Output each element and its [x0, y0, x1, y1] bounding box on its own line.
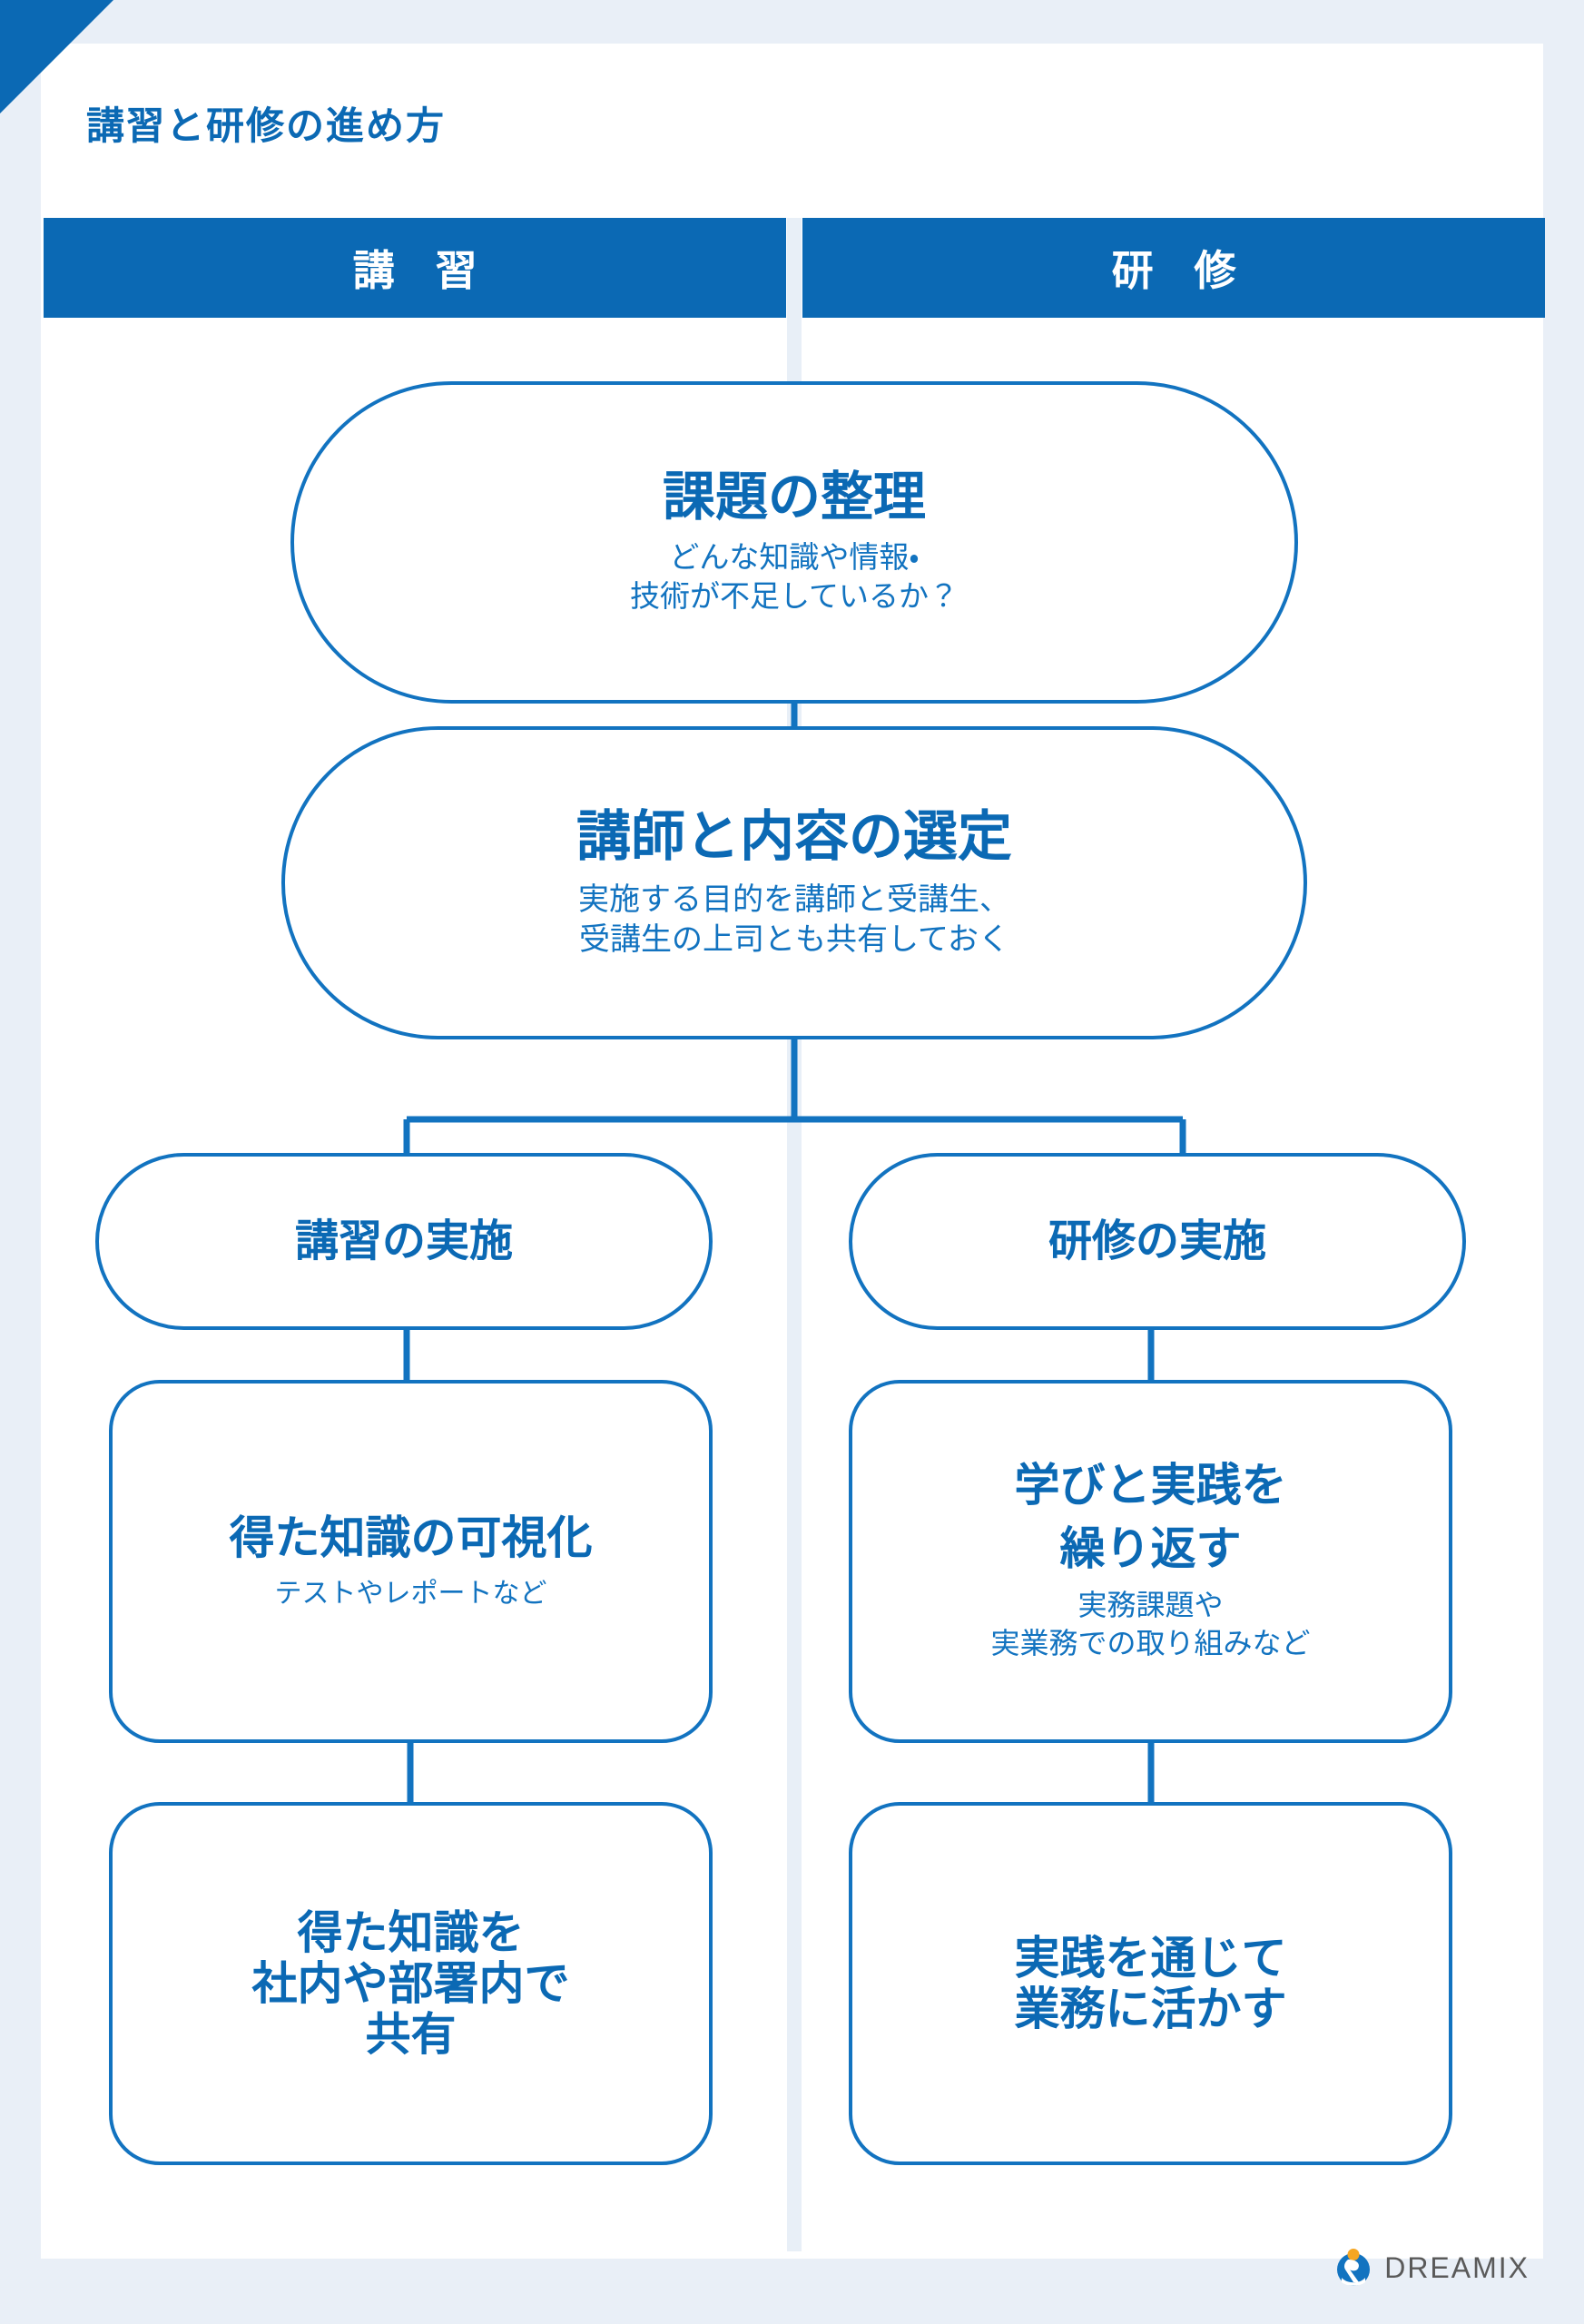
- node-select-sub-line1: 実施する目的を講師と受講生、: [578, 881, 1010, 917]
- node-conduct-kenshu[interactable]: 研修の実施: [849, 1153, 1466, 1330]
- node-conduct-kenshu-title: 研修の実施: [1048, 1216, 1266, 1265]
- node-repeat-sub-line1: 実務課題や: [1077, 1589, 1224, 1622]
- corner-triangle-decoration: [0, 0, 113, 113]
- dreamix-mark-icon: [1333, 2248, 1373, 2288]
- node-conduct-koshu-title: 講習の実施: [294, 1216, 513, 1265]
- node-repeat-sub-line2: 実業務での取り組みなど: [990, 1627, 1311, 1659]
- dreamix-logo: DREAMIX: [1333, 2248, 1530, 2288]
- node-repeat-title-line2: 繰り返す: [1059, 1523, 1242, 1575]
- node-select-title: 講師と内容の選定: [576, 805, 1012, 867]
- page-title: 講習と研修の進め方: [86, 104, 447, 147]
- column-header-bar-group: 講 習 研 修: [44, 218, 1545, 318]
- dreamix-wordmark: DREAMIX: [1384, 2250, 1530, 2284]
- node-share-title-line2: 社内や部署内で: [251, 1958, 570, 2009]
- column-header-koshu: 講 習: [44, 218, 786, 318]
- node-issue-sub-line1: どんな知識や情報・: [669, 540, 920, 575]
- node-visualize-knowledge[interactable]: 得た知識の可視化 テストやレポートなど: [109, 1380, 713, 1743]
- node-repeat-learn-practice[interactable]: 学びと実践を 繰り返す 実務課題や 実業務での取り組みなど: [849, 1380, 1452, 1743]
- node-apply-to-work[interactable]: 実践を通じて 業務に活かす: [849, 1802, 1452, 2165]
- node-issue-sub-line2: 技術が不足しているか？: [629, 578, 959, 613]
- node-apply-title-line1: 実践を通じて: [1014, 1933, 1287, 1984]
- node-visualize-title: 得た知識の可視化: [229, 1512, 593, 1563]
- node-conduct-koshu[interactable]: 講習の実施: [95, 1153, 713, 1330]
- node-apply-title-line2: 業務に活かす: [1014, 1984, 1287, 2034]
- column-header-kenshu: 研 修: [802, 218, 1545, 318]
- node-issue-title: 課題の整理: [662, 468, 926, 527]
- node-share-knowledge[interactable]: 得た知識を 社内や部署内で 共有: [109, 1802, 713, 2165]
- node-share-title-line1: 得た知識を: [297, 1907, 525, 1958]
- node-share-title-line3: 共有: [365, 2009, 457, 2060]
- node-issue[interactable]: 課題の整理 どんな知識や情報・ 技術が不足しているか？: [290, 381, 1298, 704]
- node-repeat-title-line1: 学びと実践を: [1014, 1460, 1287, 1512]
- node-select-sub-line2: 受講生の上司とも共有しておく: [579, 922, 1009, 958]
- node-visualize-sub-line1: テストやレポートなど: [274, 1578, 547, 1609]
- node-select-instructor-content[interactable]: 講師と内容の選定 実施する目的を講師と受講生、 受講生の上司とも共有しておく: [281, 726, 1307, 1039]
